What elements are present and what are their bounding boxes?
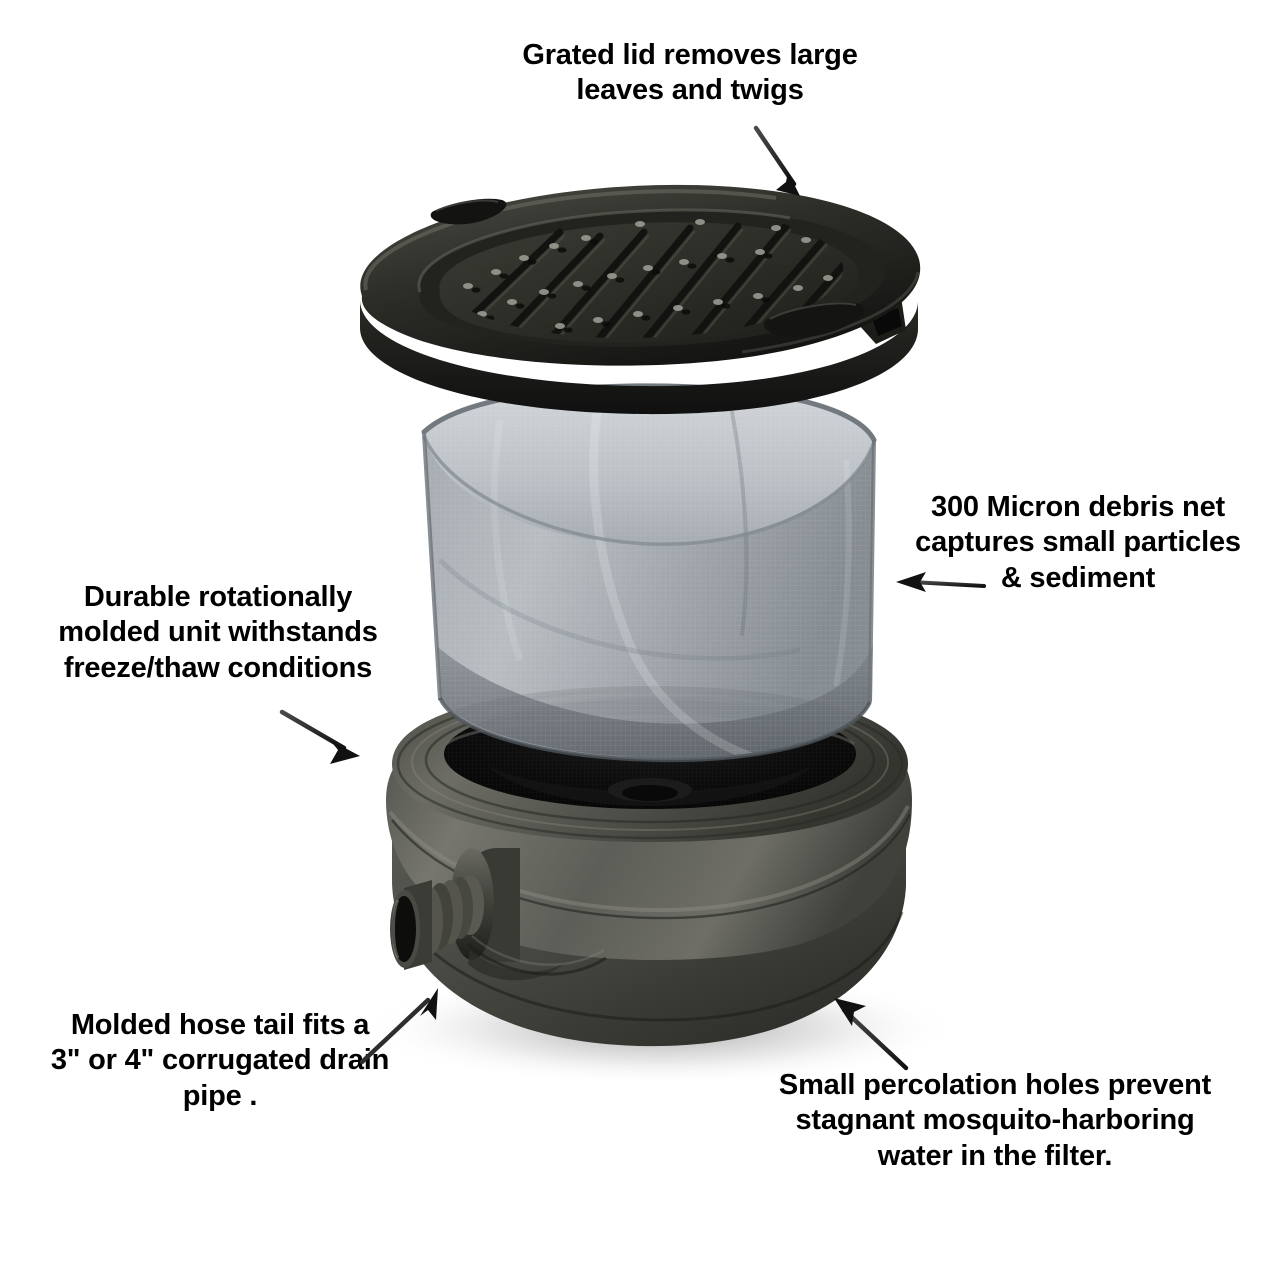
- callout-durable-unit: Durable rotationally molded unit withsta…: [58, 581, 378, 684]
- callout-debris-net: 300 Micron debris net captures small par…: [915, 491, 1241, 594]
- lid-skirt: [360, 300, 918, 415]
- callout-percolation-holes: Small percolation holes prevent stagnant…: [778, 1069, 1212, 1172]
- hose-tail: [390, 848, 566, 981]
- grated-lid: [360, 184, 921, 415]
- callout-hose-tail: Molded hose tail fits a 3" or 4" corruga…: [50, 1009, 390, 1112]
- debris-net: [421, 381, 877, 763]
- callout-grated-lid: Grated lid removes large leaves and twig…: [522, 39, 858, 107]
